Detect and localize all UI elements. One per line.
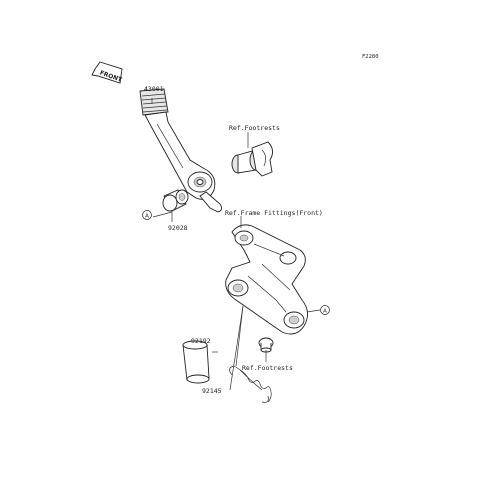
leader-92192 <box>235 305 244 367</box>
ref-frame-fittings-front: Ref.Frame Fittings(Front) <box>225 209 323 217</box>
svg-text:A: A <box>145 213 149 219</box>
svg-text:A: A <box>323 308 327 314</box>
bushing-92028 <box>162 189 189 212</box>
part-number-43001: 43001 <box>144 85 164 93</box>
leader-92145 <box>229 305 244 391</box>
mounting-bolt <box>258 337 274 353</box>
part-number-92028: 92028 <box>168 224 188 232</box>
leader-marker-a-left <box>152 211 173 218</box>
sleeve-92192 <box>182 340 210 384</box>
footrest-bracket <box>225 224 308 335</box>
part-number-92145: 92145 <box>202 387 222 395</box>
ref-footrests-lower: Ref.Footrests <box>242 364 293 372</box>
diagram-id: F2280 <box>362 54 379 60</box>
part-number-92192: 92192 <box>191 337 211 345</box>
front-arrow-icon: FRONT <box>91 61 124 84</box>
return-spring-92145 <box>229 365 272 403</box>
leader-marker-a-right <box>306 309 321 313</box>
marker-a-right: A <box>320 305 330 315</box>
marker-a-left: A <box>142 210 152 220</box>
pivot-bolt-assembly <box>231 141 273 177</box>
brake-pedal-lever <box>139 88 223 213</box>
ref-footrests-upper: Ref.Footrests <box>229 124 280 132</box>
